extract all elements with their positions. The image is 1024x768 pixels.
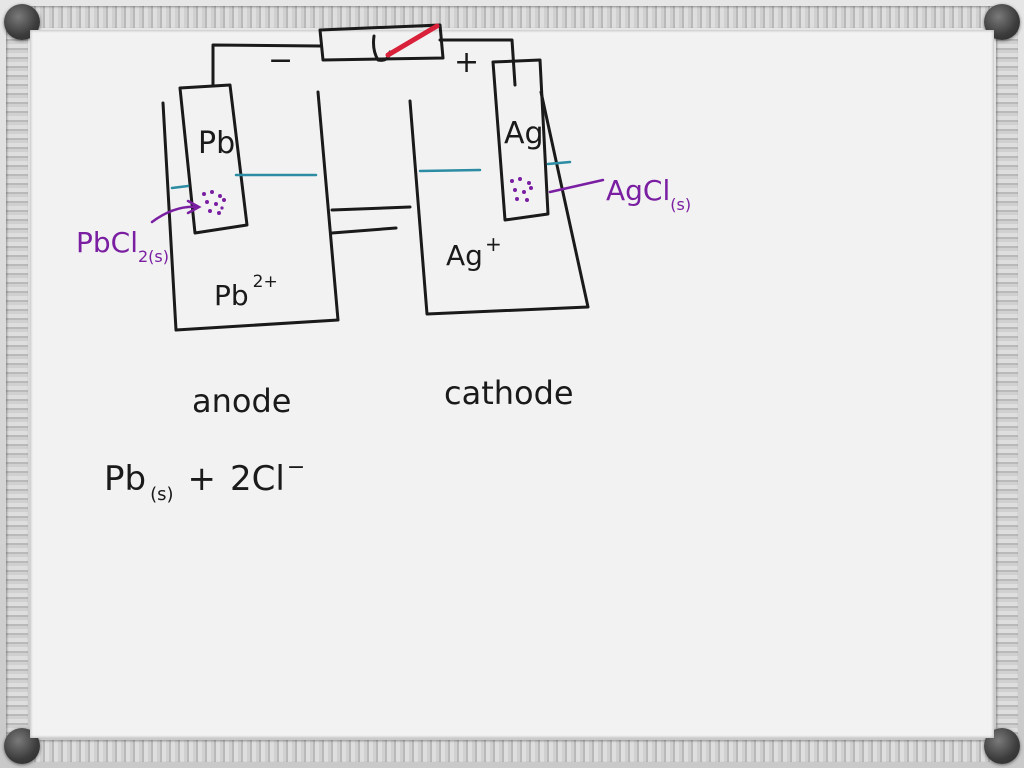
anode-label: anode bbox=[192, 382, 291, 420]
left-precipitate-label: PbCl2(s) bbox=[76, 226, 169, 266]
half-reaction-equation: Pb(s)+2Cl− bbox=[104, 455, 305, 505]
right-solution-ion: Ag+ bbox=[446, 232, 502, 272]
frame-rail-right bbox=[996, 22, 1018, 746]
wire-right bbox=[438, 38, 517, 87]
right-precipitate-label: AgCl(s) bbox=[606, 174, 691, 214]
cathode-label: cathode bbox=[444, 374, 574, 412]
right-solution-level-a bbox=[418, 168, 482, 173]
negative-terminal-sign: − bbox=[268, 43, 293, 78]
left-precipitate-arrowhead bbox=[186, 199, 202, 215]
salt-bridge-top bbox=[330, 205, 412, 212]
left-beaker bbox=[161, 90, 340, 332]
voltmeter-box bbox=[318, 23, 445, 62]
right-precipitate-dots bbox=[510, 177, 533, 202]
positive-terminal-sign: + bbox=[454, 45, 479, 80]
left-precipitate-arrow bbox=[150, 205, 200, 224]
right-precipitate-pointer bbox=[548, 178, 605, 194]
wire-left bbox=[211, 43, 322, 87]
left-electrode-label: Pb bbox=[198, 126, 235, 161]
salt-bridge-bottom bbox=[330, 226, 398, 235]
frame-rail-left bbox=[6, 22, 28, 746]
left-precipitate-dots bbox=[202, 190, 226, 215]
left-solution-level-a bbox=[170, 184, 190, 190]
right-electrode-label: Ag bbox=[504, 116, 544, 151]
whiteboard-surface bbox=[30, 30, 994, 738]
voltmeter-needle bbox=[385, 23, 440, 58]
right-electrode bbox=[491, 58, 550, 222]
frame-rail-bottom bbox=[22, 740, 1002, 762]
frame-rail-top bbox=[22, 6, 1002, 28]
right-beaker bbox=[408, 90, 590, 316]
right-solution-level-b bbox=[546, 160, 572, 166]
